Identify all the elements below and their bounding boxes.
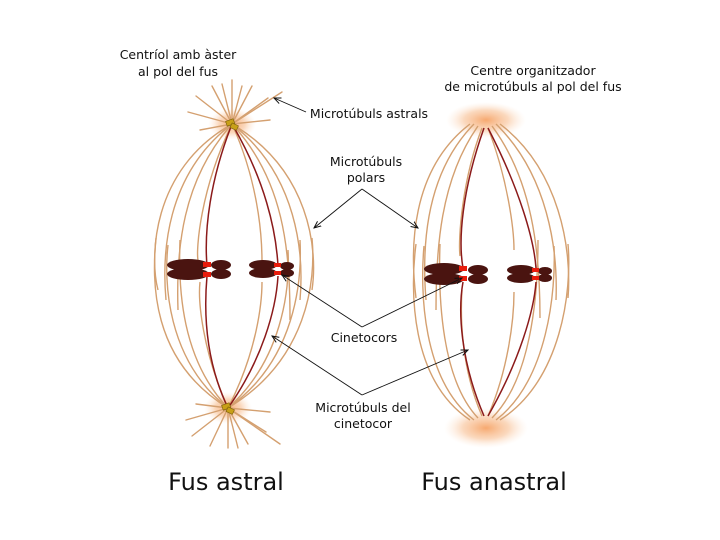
astral-spindle <box>153 79 315 449</box>
astral-microtubules-top <box>187 79 283 131</box>
kinetochores-label: Cinetocors <box>331 330 398 345</box>
astral-polar-microtubules <box>153 123 315 409</box>
mtoc-label-line1: Centre organitzador <box>470 63 596 78</box>
astral-chromosome-2 <box>249 260 294 278</box>
astral-bottom-centriole <box>221 402 235 415</box>
anastral-chromosome-1 <box>424 263 488 285</box>
mtoc-label-line2: de microtúbuls al pol del fus <box>444 79 621 94</box>
astral-mt-label: Microtúbuls astrals <box>310 106 428 121</box>
kmt-arrow-left <box>272 336 363 396</box>
astral-title: Fus astral <box>168 468 284 496</box>
anastral-polar-microtubules <box>412 123 570 421</box>
kmt-label-line1: Microtúbuls del <box>315 400 410 415</box>
kmt-arrow-right <box>361 350 468 396</box>
kinetochore-arrow-right <box>361 278 462 328</box>
kinetochore-arrow-left <box>282 275 363 328</box>
anastral-kinetochore-microtubules <box>460 127 537 417</box>
centriole-label-line2: al pol del fus <box>138 64 218 79</box>
astral-kinetochore-microtubules <box>205 123 279 409</box>
kmt-label-line2: cinetocor <box>334 416 393 431</box>
centriole-label-line1: Centríol amb àster <box>120 47 237 62</box>
polar-arrow-right <box>361 188 418 228</box>
polar-arrow-left <box>314 188 363 228</box>
polar-label-line2: polars <box>347 170 385 185</box>
anastral-top-pole-glow <box>446 102 526 138</box>
anastral-title: Fus anastral <box>421 468 567 496</box>
astral-top-centriole <box>225 118 239 131</box>
astral-mt-arrow <box>274 98 307 113</box>
astral-chromosome-1 <box>167 259 231 280</box>
anastral-bottom-pole-glow <box>444 408 528 448</box>
polar-label-line1: Microtúbuls <box>330 154 402 169</box>
annotation-arrows <box>272 98 468 396</box>
anastral-chromosome-2 <box>507 265 552 283</box>
anastral-spindle <box>412 102 570 448</box>
